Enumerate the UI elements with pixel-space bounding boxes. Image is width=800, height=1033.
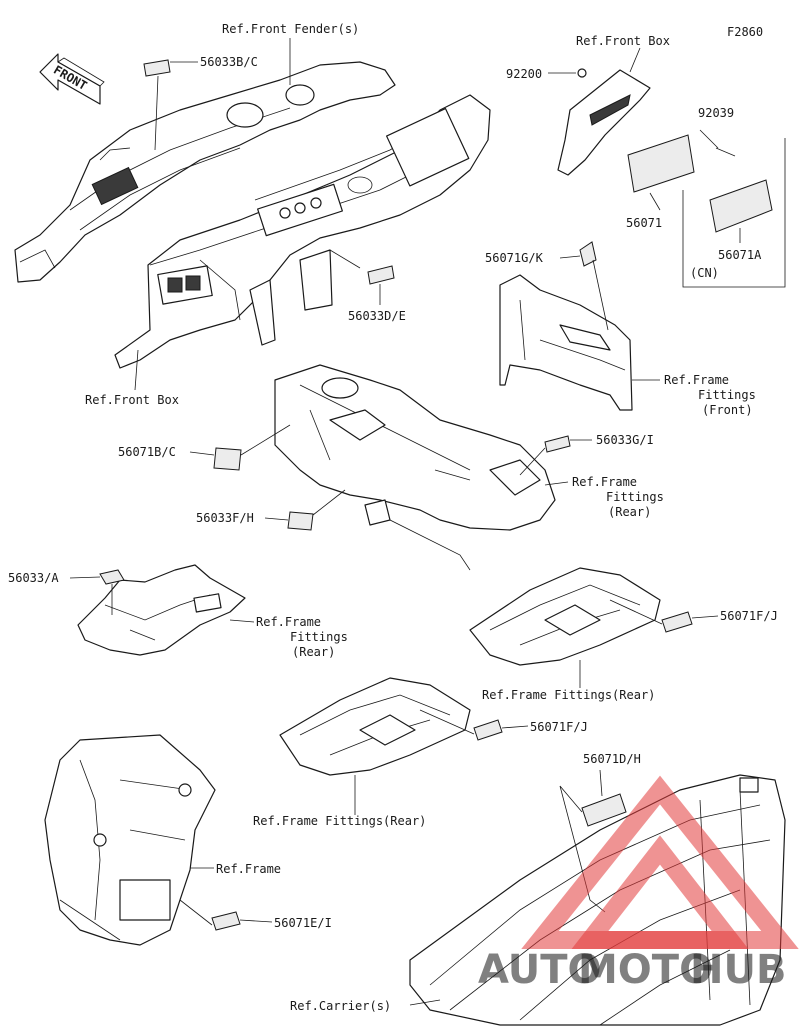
- automotohub-watermark-logo: AUTO MOTO HUB: [478, 775, 799, 993]
- sticker-56071gk: [579, 241, 597, 267]
- label-ref-front-box-top: Ref.Front Box: [576, 34, 670, 48]
- label-ref-frame-fittings-front-1: Ref.Frame: [664, 373, 729, 387]
- cn-box: [682, 138, 786, 288]
- label-56071gk: 56071G/K: [485, 251, 544, 265]
- label-ref-frame-fittings-front-3: (Front): [702, 403, 753, 417]
- label-ref-front-fender: Ref.Front Fender(s): [222, 22, 359, 36]
- sticker-56033de: [367, 265, 395, 285]
- frame-fittings-rear-part-1: [274, 364, 556, 571]
- sticker-56033bc: [143, 59, 171, 77]
- watermark-text-auto: AUTO: [478, 947, 602, 993]
- label-56071bc: 56071B/C: [118, 445, 176, 459]
- label-56033de: 56033D/E: [348, 309, 406, 323]
- label-56033a: 56033/A: [8, 571, 59, 585]
- label-92200: 92200: [506, 67, 542, 81]
- label-ref-frame-fittings-rear3: Ref.Frame Fittings(Rear): [482, 688, 655, 702]
- watermark-text-hub: HUB: [690, 947, 786, 993]
- label-ref-frame-fittings-rear2-3: (Rear): [292, 645, 335, 659]
- front-box-part: [557, 68, 736, 176]
- label-56071a: 56071A: [718, 248, 762, 262]
- label-ref-frame-fittings-rear2-2: Fittings: [290, 630, 348, 644]
- frame-fittings-rear-part-2: [77, 564, 246, 656]
- sticker-56071: [627, 134, 695, 193]
- label-56033bc: 56033B/C: [200, 55, 258, 69]
- label-56071: 56071: [626, 216, 662, 230]
- sticker-56071fj-mid: [473, 719, 503, 741]
- watermark-text-moto: MOTO: [578, 947, 713, 993]
- sticker-56033fh: [287, 511, 314, 531]
- label-56033fh: 56033F/H: [196, 511, 254, 525]
- sticker-56071bc: [213, 447, 242, 471]
- label-ref-frame-fittings-rear1-2: Fittings: [606, 490, 664, 504]
- frame-fittings-rear-part-4: [279, 677, 471, 776]
- sticker-56071dh: [581, 793, 627, 827]
- label-56071dh: 56071D/H: [583, 752, 641, 766]
- label-ref-front-box-bottom: Ref.Front Box: [85, 393, 179, 407]
- dashboard-part: [114, 94, 491, 369]
- label-92039: 92039: [698, 106, 734, 120]
- front-arrow-icon: FRONT: [39, 53, 105, 105]
- sticker-56033gi: [544, 435, 571, 453]
- callout-labels: Ref.Front Fender(s) 56033B/C Ref.Front B…: [8, 22, 778, 1013]
- label-ref-frame: Ref.Frame: [216, 862, 281, 876]
- label-ref-carrier: Ref.Carrier(s): [290, 999, 391, 1013]
- figure-code: F2860: [727, 25, 763, 39]
- label-ref-frame-fittings-rear1-1: Ref.Frame: [572, 475, 637, 489]
- front-fender-part: [14, 61, 396, 283]
- label-cn: (CN): [690, 266, 719, 280]
- label-ref-frame-fittings-rear1-3: (Rear): [608, 505, 651, 519]
- label-56033gi: 56033G/I: [596, 433, 654, 447]
- frame-fittings-rear-part-3: [469, 567, 661, 666]
- frame-fittings-front-part: [499, 274, 633, 411]
- label-56071fj-mid: 56071F/J: [530, 720, 588, 734]
- leader-lines: [69, 38, 741, 1006]
- label-ref-frame-fittings-rear2-1: Ref.Frame: [256, 615, 321, 629]
- label-ref-frame-fittings-front-2: Fittings: [698, 388, 756, 402]
- sticker-56071a: [709, 179, 773, 233]
- sticker-56071fj-top: [661, 611, 693, 633]
- frame-part: [44, 734, 216, 946]
- watermark-triangle-inner: [571, 835, 749, 949]
- sticker-56071ei: [211, 911, 241, 931]
- sticker-56033a: [99, 569, 125, 585]
- label-ref-frame-fittings-rear4: Ref.Frame Fittings(Rear): [253, 814, 426, 828]
- label-56071fj-top: 56071F/J: [720, 609, 778, 623]
- label-56071ei: 56071E/I: [274, 916, 332, 930]
